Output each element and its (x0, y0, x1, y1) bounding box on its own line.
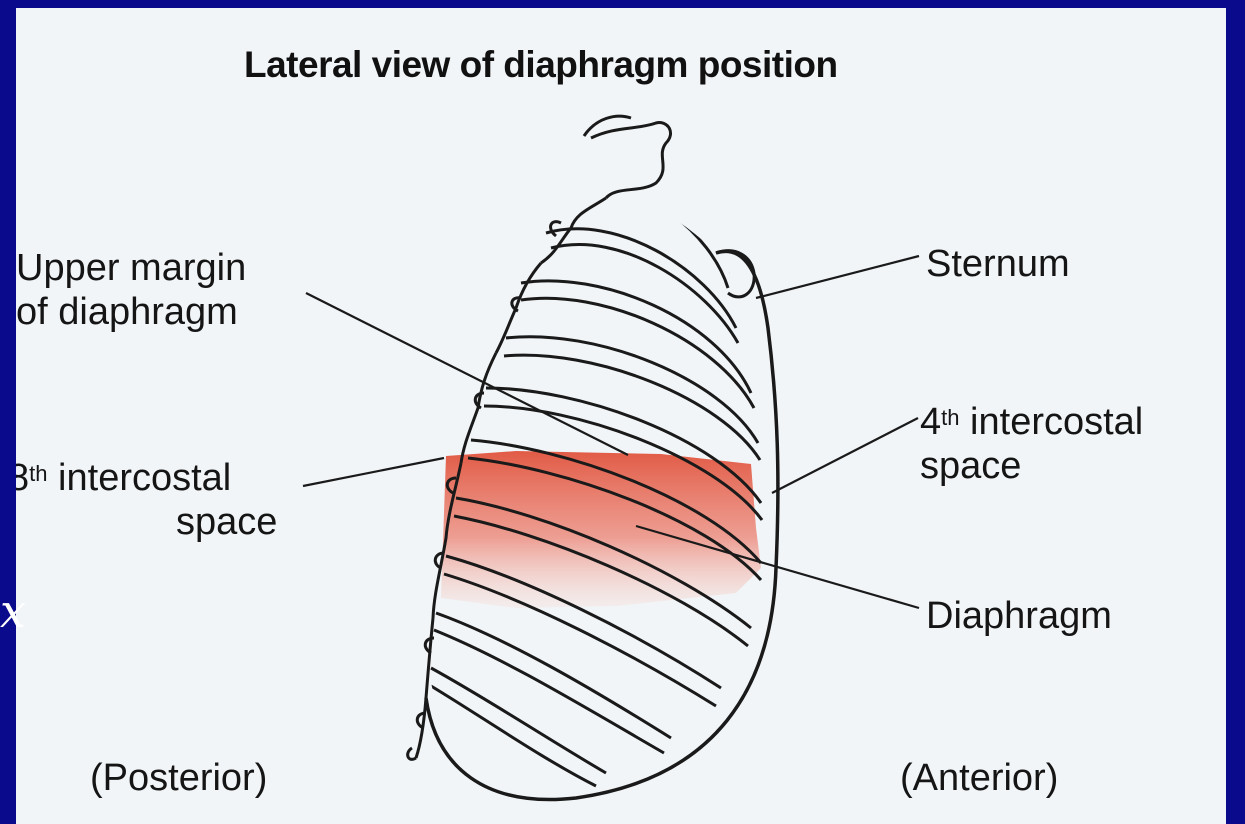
label-eighth-rest: intercostal (48, 457, 232, 499)
edge-glyph: x (0, 584, 26, 638)
label-upper-margin-line1: Upper margin (16, 246, 246, 290)
diagram-title: Lateral view of diaphragm position (244, 44, 838, 86)
label-eighth-ordinal: 8 (16, 457, 29, 499)
leader-sternum (756, 256, 919, 298)
diaphragm-shading (441, 451, 761, 608)
label-sternum: Sternum (926, 242, 1070, 286)
spine (408, 116, 671, 759)
label-fourth-rest: intercostal (960, 401, 1144, 443)
label-fourth-intercostal: 4th intercostal space (920, 400, 1143, 488)
label-anterior: (Anterior) (900, 756, 1058, 800)
leader-eighth (303, 458, 444, 486)
label-upper-margin-line2: of diaphragm (16, 290, 246, 334)
label-eighth-line2: space (16, 500, 277, 544)
label-posterior: (Posterior) (90, 756, 267, 800)
label-fourth-sup: th (941, 405, 959, 430)
label-fourth-line2: space (920, 444, 1143, 488)
figure-panel: Lateral view of diaphragm position Upper… (16, 8, 1226, 824)
leader-fourth (772, 418, 918, 493)
label-eighth-intercostal: 8th intercostal space (16, 456, 277, 544)
label-diaphragm: Diaphragm (926, 594, 1112, 638)
label-upper-margin: Upper margin of diaphragm (16, 246, 246, 334)
label-fourth-ordinal: 4 (920, 401, 941, 443)
label-eighth-sup: th (29, 461, 47, 486)
leader-upper-margin (306, 293, 628, 455)
